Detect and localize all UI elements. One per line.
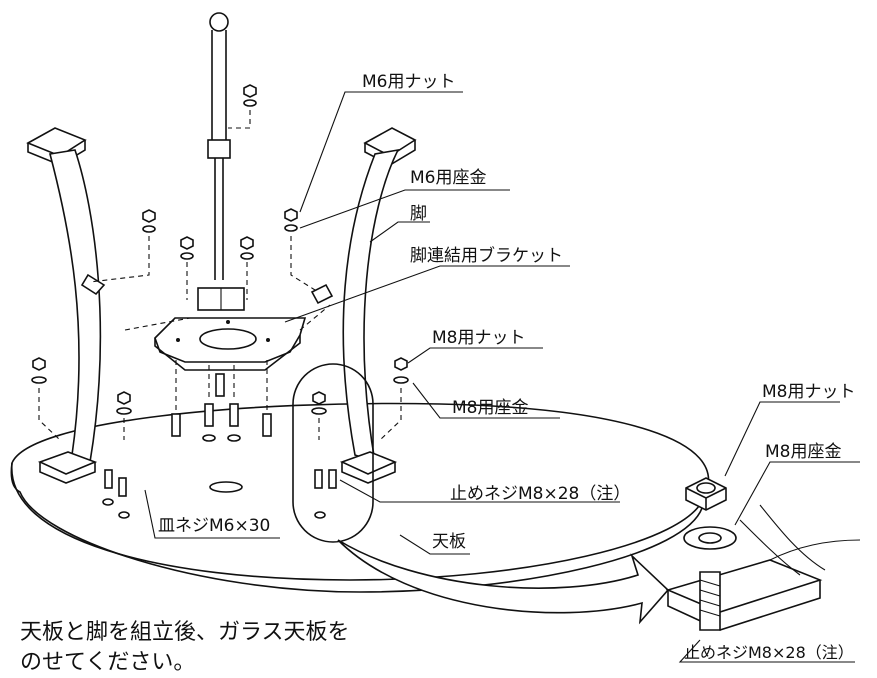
instruction-line-1: 天板と脚を組立後、ガラス天板を [20,620,350,645]
nuts-and-washers [31,84,409,415]
label-detail-m8-nut: M8用ナット [762,382,856,402]
label-leg: 脚 [410,204,427,224]
detail-assembly [665,477,861,631]
label-bracket: 脚連結用ブラケット [410,246,563,266]
leader-lines [144,91,860,663]
assembly-guide-lines [38,110,402,441]
label-detail-set-screw: 止めネジM8×28（注） [684,643,854,662]
label-detail-m8-washer: M8用座金 [765,442,842,462]
label-m8-washer: M8用座金 [452,398,529,418]
left-leg [26,127,106,484]
label-m6-washer: M6用座金 [410,168,487,188]
label-top-plate: 天板 [432,532,466,552]
center-brace [207,12,231,280]
label-set-screw: 止めネジM8×28（注） [450,484,631,504]
label-m8-nut: M8用ナット [432,328,526,348]
label-m6-nut: M6用ナット [362,72,456,92]
right-leg [310,127,417,484]
screws [102,373,337,519]
label-flat-screw: 皿ネジM6×30 [158,516,271,536]
detail-callout [292,363,670,625]
leg-connecting-bracket [154,287,307,371]
instruction-line-2: のせてください。 [20,650,196,675]
assembly-instruction: 天板と脚を組立後、ガラス天板を のせてください。 [20,618,350,678]
